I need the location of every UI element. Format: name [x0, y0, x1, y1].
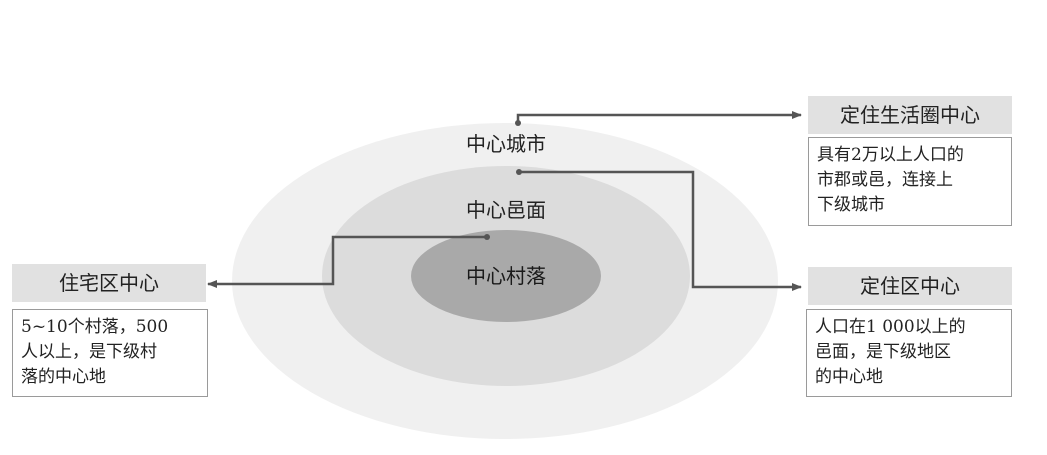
connector-middle-to-right [519, 170, 802, 291]
top-right-desc-line-1: 具有2万以上人口的 [817, 145, 964, 165]
right-desc-line-3: 的中心地 [815, 367, 883, 387]
left-box-title: 住宅区中心 [12, 264, 206, 302]
outer-ring-label: 中心城市 [466, 132, 546, 156]
right-box-description: 人口在1 000以上的 邑面，是下级地区 的中心地 [806, 309, 1012, 397]
connector-dot-middle [516, 169, 522, 175]
left-desc-line-3: 落的中心地 [21, 367, 106, 387]
connector-inner-to-left [207, 235, 487, 288]
connector-outer-to-top-right [516, 111, 802, 123]
right-desc-line-2: 邑面，是下级地区 [815, 342, 951, 362]
connector-dot-outer [515, 120, 521, 126]
right-desc-line-1: 人口在1 000以上的 [815, 317, 966, 337]
top-right-desc-line-3: 下级城市 [817, 195, 885, 215]
top-right-box-title: 定住生活圈中心 [808, 96, 1012, 134]
right-box-title: 定住区中心 [808, 267, 1012, 305]
left-box-description: 5~10个村落，500 人以上，是下级村 落的中心地 [12, 309, 208, 397]
left-desc-line-2: 人以上，是下级村 [21, 342, 157, 362]
inner-ring [411, 230, 601, 322]
connector-dot-inner [484, 234, 490, 240]
inner-ring-label: 中心村落 [466, 264, 546, 288]
middle-ring-label: 中心邑面 [466, 198, 546, 222]
top-right-box-description: 具有2万以上人口的 市郡或邑，连接上 下级城市 [808, 137, 1012, 226]
left-desc-line-1: 5~10个村落，500 [21, 317, 169, 337]
top-right-desc-line-2: 市郡或邑，连接上 [817, 170, 953, 190]
